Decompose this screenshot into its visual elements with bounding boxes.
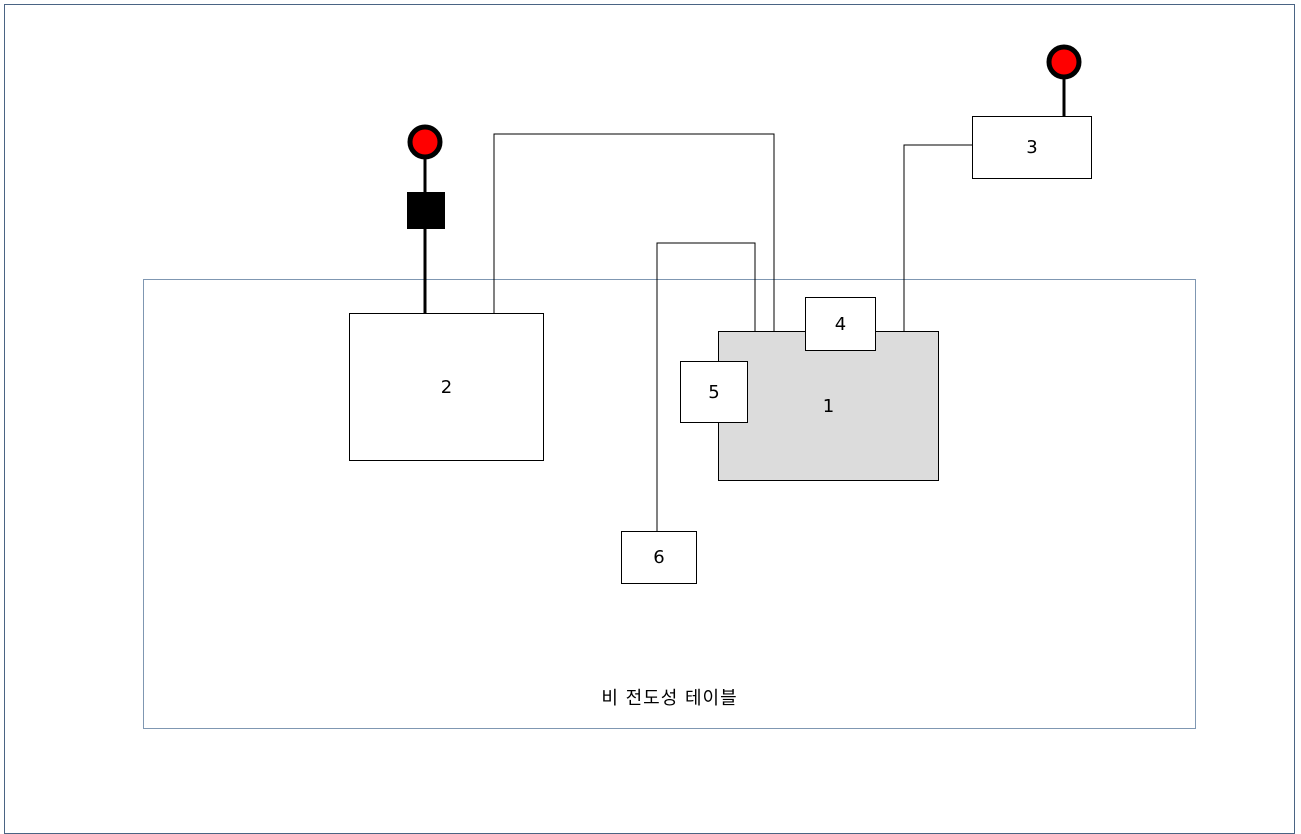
box-2: 2: [349, 313, 544, 461]
box-4: 4: [805, 297, 876, 351]
box-1: 1: [718, 331, 939, 481]
table-label: 비 전도성 테이블: [601, 688, 738, 709]
box-3: 3: [972, 116, 1092, 179]
box-5: 5: [680, 361, 748, 423]
box-6: 6: [621, 531, 697, 584]
non-conductive-table: [143, 279, 1196, 729]
